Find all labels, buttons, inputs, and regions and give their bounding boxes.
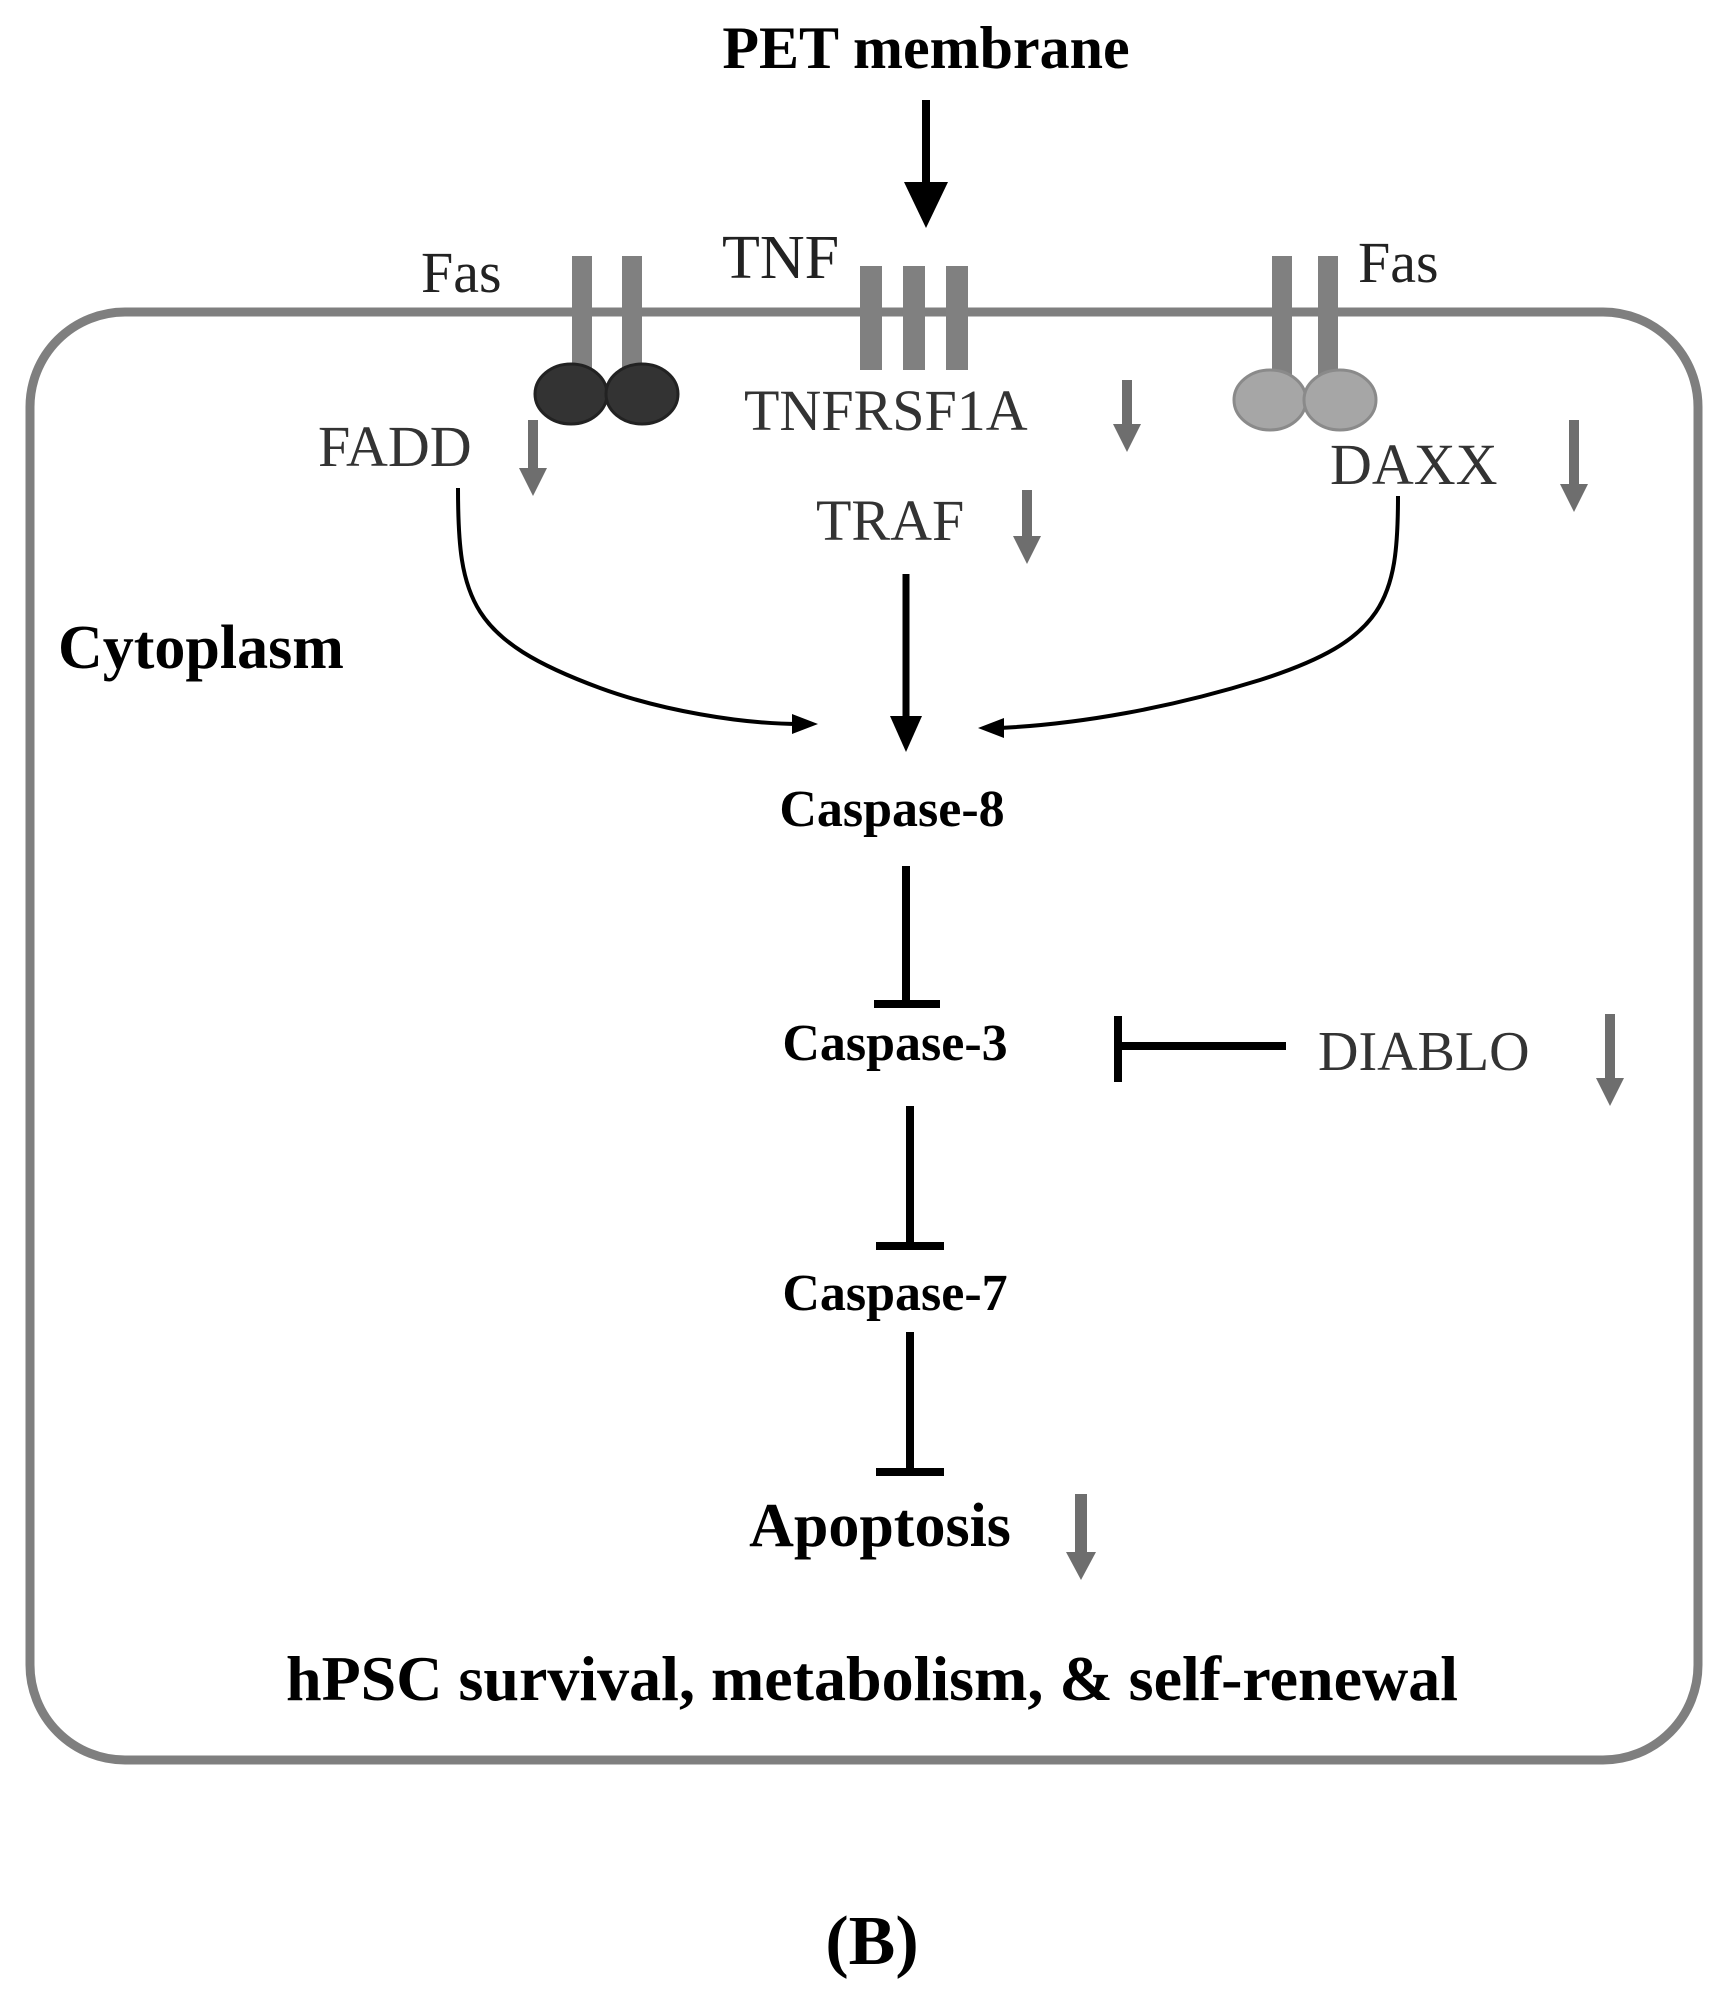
fas-receptor-left	[533, 256, 680, 426]
tnf-receptor	[860, 266, 968, 370]
caspase7-to-apoptosis-connector	[876, 1332, 944, 1476]
apoptosis-down-arrow-icon	[1066, 1494, 1096, 1580]
outcome-footer-text: hPSC survival, metabolism, & self-renewa…	[286, 1643, 1458, 1714]
fadd-binding-domain-left	[533, 362, 609, 426]
diablo-down-arrow-icon	[1596, 1014, 1624, 1106]
fas-label-right: Fas	[1358, 230, 1439, 295]
daxx-down-arrow-icon	[1560, 420, 1588, 512]
apoptosis-label: Apoptosis	[749, 1492, 1011, 1560]
tnf-label: TNF	[722, 224, 839, 292]
caspase3-to-caspase7-connector	[876, 1106, 944, 1250]
fadd-label: FADD	[318, 414, 472, 479]
daxx-label: DAXX	[1330, 432, 1498, 497]
traf-down-arrow-icon	[1013, 490, 1041, 564]
caspase8-to-caspase3-connector	[874, 866, 940, 1008]
fadd-down-arrow-icon	[519, 420, 547, 496]
fadd-binding-domain-right	[604, 362, 680, 426]
daxx-binding-domain-right	[1302, 368, 1378, 432]
diablo-label: DIABLO	[1318, 1021, 1530, 1083]
fas-receptor-right	[1232, 256, 1378, 432]
pet-membrane-title: PET membrane	[722, 15, 1129, 81]
cytoplasm-label: Cytoplasm	[58, 614, 344, 682]
traf-to-caspase8-arrow	[890, 574, 922, 752]
traf-label: TRAF	[816, 488, 964, 553]
tnfrsf1a-label: TNFRSF1A	[744, 378, 1028, 443]
panel-label: (B)	[825, 1903, 918, 1980]
caspase3-label: Caspase-3	[782, 1015, 1007, 1072]
fas-label-left: Fas	[421, 240, 502, 305]
diablo-inhibition-line	[1114, 1016, 1286, 1082]
pet-membrane-arrow	[904, 100, 948, 228]
daxx-binding-domain-left	[1232, 368, 1308, 432]
fadd-to-caspase8-arrow	[456, 487, 818, 734]
caspase8-label: Caspase-8	[779, 781, 1004, 838]
daxx-to-caspase8-arrow	[978, 495, 1400, 738]
tnfrsf1a-down-arrow-icon	[1113, 380, 1141, 452]
caspase7-label: Caspase-7	[782, 1265, 1007, 1322]
